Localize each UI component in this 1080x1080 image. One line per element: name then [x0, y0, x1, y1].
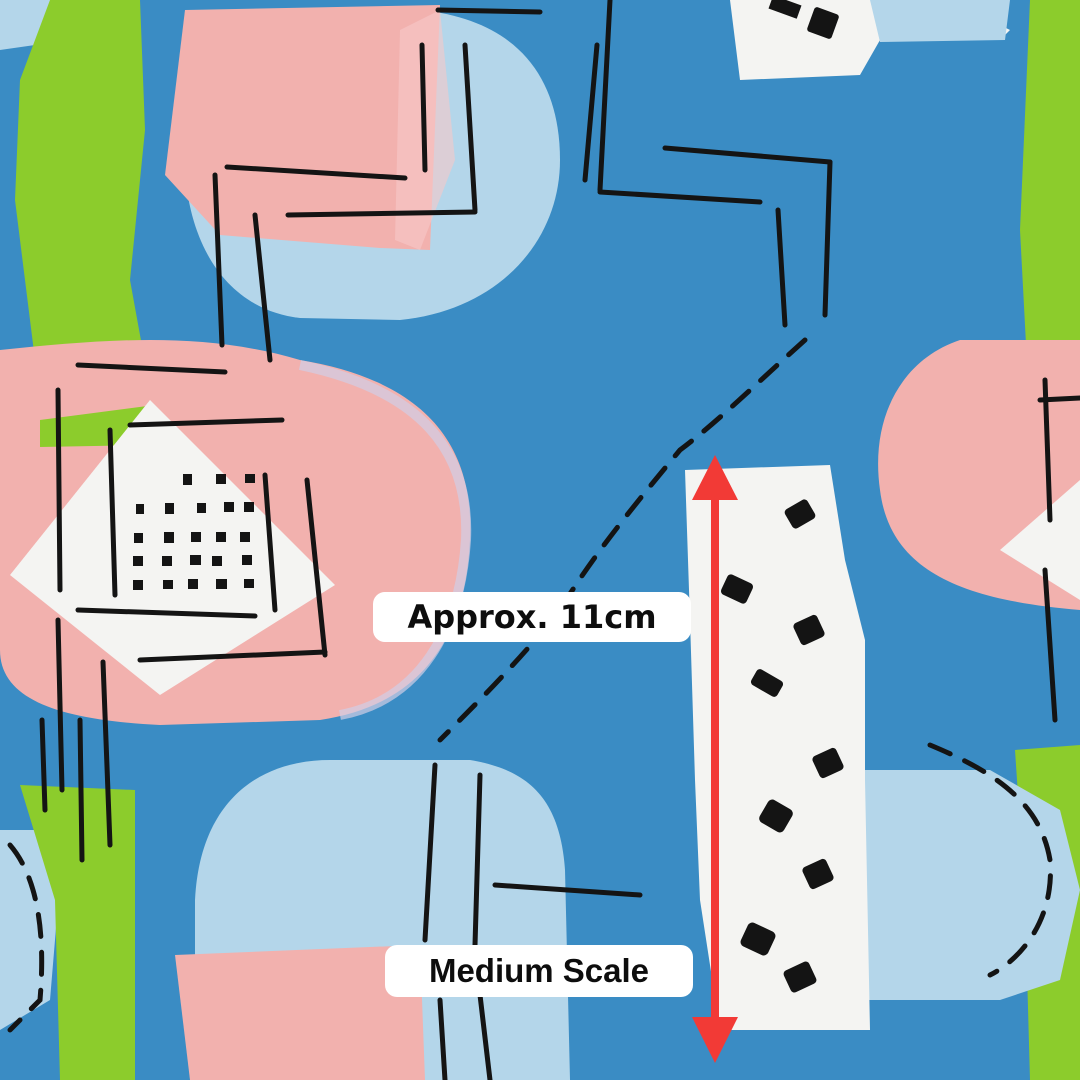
bottom-right-light-blue	[860, 770, 1080, 1000]
top-white-patch	[730, 0, 1010, 80]
bottom-pink-block	[175, 945, 425, 1080]
green-stripe-right-top	[1020, 0, 1080, 420]
white-dotted-strip	[685, 465, 870, 1030]
bottom-left-green	[20, 785, 135, 1080]
dimension-label: Approx. 11cm	[373, 592, 691, 642]
dashed-lines	[7, 337, 1053, 1033]
double-headed-vertical-arrow	[692, 455, 738, 1063]
ink-lines	[39, 0, 1080, 1080]
left-pink-blob	[0, 340, 472, 725]
right-pink-blob	[878, 340, 1080, 610]
bottom-left-light-blue	[0, 830, 60, 1030]
scale-label: Medium Scale	[385, 945, 693, 997]
green-stripe-left	[15, 0, 155, 445]
